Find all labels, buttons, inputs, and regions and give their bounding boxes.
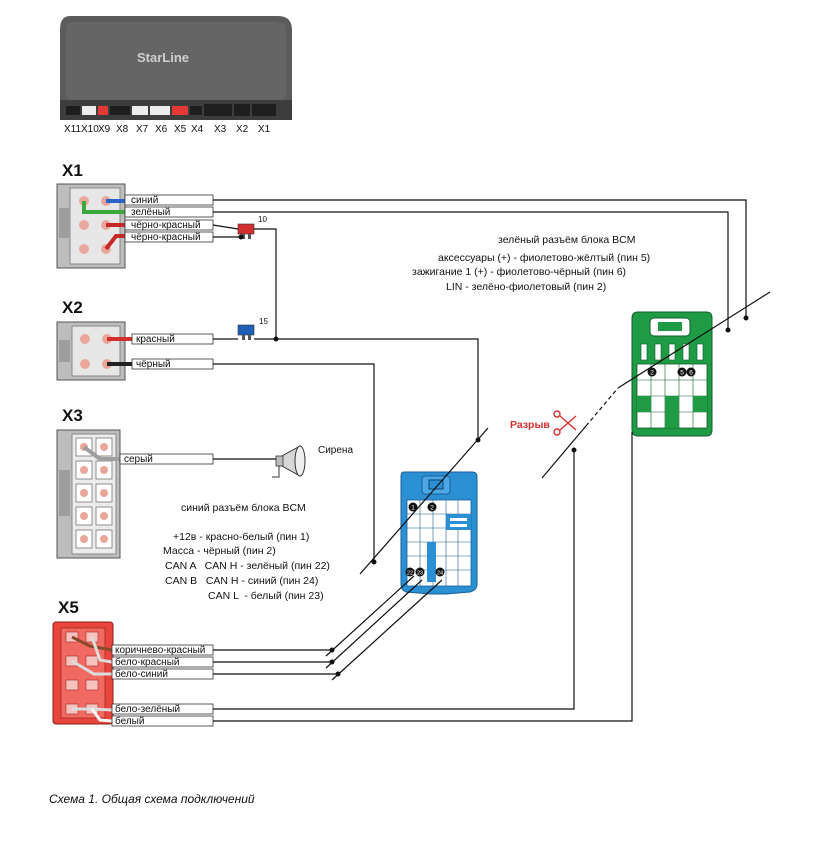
bus-line-power [359, 427, 489, 575]
connector-x1: X1 синий зелёный чёрно-красный чёрно-кра… [56, 161, 214, 269]
bcm-green-connector: 2 5 6 [631, 311, 713, 437]
port-x6 [150, 106, 170, 115]
scissors-icon [553, 410, 577, 436]
port-x11 [66, 106, 80, 115]
x5-wire-label: бело-красный [115, 656, 179, 668]
port-x4 [190, 106, 202, 115]
pin-label: 22 [407, 571, 413, 577]
x1-wire-label: чёрно-красный [131, 220, 201, 231]
fuse-rating: 10 [258, 215, 267, 224]
x5-wire-label: бело-синий [115, 668, 168, 680]
connector-x3: X3 серый [56, 406, 214, 559]
port-x3 [204, 104, 232, 116]
port-label: X9 [98, 124, 111, 135]
connector-x1-title: X1 [62, 161, 83, 180]
wire-x1-green [213, 211, 729, 330]
connector-x5: X5 коричнево-красный бело-красный бело-с… [52, 598, 214, 727]
bcm-green-line: LIN - зелёно-фиолетовый (пин 2) [446, 281, 606, 293]
bcm-green-line: аксессуары (+) - фиолетово-жёлтый (пин 5… [438, 252, 650, 264]
bcm-blue-title: синий разъём блока BCM [181, 502, 306, 514]
port-label: X6 [155, 124, 168, 135]
port-label: X8 [116, 124, 129, 135]
port-x2 [234, 104, 250, 116]
port-label: X2 [236, 124, 249, 135]
x5-wire-label: коричнево-красный [115, 645, 205, 656]
x3-wire-label: серый [124, 454, 153, 465]
pin-label: 2 [430, 505, 434, 512]
port-label: X10 [81, 124, 99, 135]
bcm-blue-line: CAN B CAN H - синий (пин 24) [165, 575, 318, 587]
bus-line-can-a [325, 575, 415, 657]
port-x9 [98, 106, 108, 115]
port-label: X11 [64, 124, 81, 135]
bcm-green-title: зелёный разъём блока BCM [498, 234, 636, 246]
break-label: Разрыв [510, 419, 550, 431]
port-label: X5 [174, 124, 187, 135]
wire-x5-white [213, 432, 633, 722]
bcm-green-line: зажигание 1 (+) - фиолетово-чёрный (пин … [412, 266, 626, 278]
bcm-blue-line: Масса - чёрный (пин 2) [163, 545, 276, 557]
figure-caption: Схема 1. Общая схема подключений [49, 792, 255, 806]
port-label: X3 [214, 124, 227, 135]
bcm-blue-line: CAN L - белый (пин 23) [208, 590, 324, 602]
bus-line-green-a [541, 425, 587, 479]
bcm-green-notes: зелёный разъём блока BCM аксессуары (+) … [412, 234, 650, 293]
pin-label: 6 [689, 370, 693, 377]
wire-x5-white-green [213, 450, 575, 710]
wires [212, 199, 771, 722]
bus-line-green-break [585, 387, 619, 427]
pin-label: 23 [417, 571, 423, 577]
port-x7 [132, 106, 148, 115]
bus-line-green-b [617, 291, 771, 389]
bus-line-can-l [331, 579, 443, 681]
x2-wire-label: красный [136, 334, 175, 345]
connector-x2-title: X2 [62, 298, 83, 317]
bcm-blue-line: CAN A CAN H - зелёный (пин 22) [165, 560, 330, 572]
port-x5 [172, 106, 188, 115]
pin-label: 2 [650, 370, 654, 377]
pin-label: 5 [680, 370, 684, 377]
bus-line-can-b [325, 579, 423, 669]
unit-lid [66, 22, 286, 100]
x2-wire-label: чёрный [136, 359, 171, 370]
wire-x1-blue [213, 199, 747, 318]
starline-unit: StarLine X11 X10 X9 X8 X7 X6 X5 X4 X3 X2… [60, 16, 292, 135]
x1-wire-label: синий [131, 195, 158, 206]
x1-wire-label: зелёный [131, 207, 170, 218]
pin-label: 24 [437, 571, 443, 577]
break-marker: Разрыв [510, 410, 577, 436]
fuse-15-icon: 15 [237, 317, 268, 340]
port-x8 [110, 106, 130, 115]
unit-brand: StarLine [137, 50, 189, 65]
bcm-blue-notes: синий разъём блока BCM +12в - красно-бел… [163, 502, 330, 602]
connector-x3-title: X3 [62, 406, 83, 425]
pin-label: 1 [411, 505, 415, 512]
port-label: X7 [136, 124, 149, 135]
connector-x2: X2 красный чёрный [56, 298, 214, 381]
siren-icon: Сирена [272, 445, 353, 478]
wire-fuse10-out [254, 228, 277, 339]
siren-label: Сирена [318, 445, 353, 456]
connector-x5-title: X5 [58, 598, 79, 617]
port-x1 [252, 104, 276, 116]
x5-wire-label: белый [115, 715, 144, 727]
wire-fuse15-out [254, 338, 479, 440]
wire-x2-black [213, 363, 375, 562]
port-x10 [82, 106, 96, 115]
port-label: X1 [258, 124, 271, 135]
wire-x1-red-a [212, 224, 239, 230]
fuse-rating: 15 [259, 317, 268, 326]
port-label: X4 [191, 124, 204, 135]
bcm-blue-connector: 1 2 22 23 24 [400, 471, 478, 595]
x5-wire-label: бело-зелёный [115, 703, 180, 715]
x1-wire-label: чёрно-красный [131, 232, 201, 243]
bcm-blue-line: +12в - красно-белый (пин 1) [173, 531, 309, 543]
